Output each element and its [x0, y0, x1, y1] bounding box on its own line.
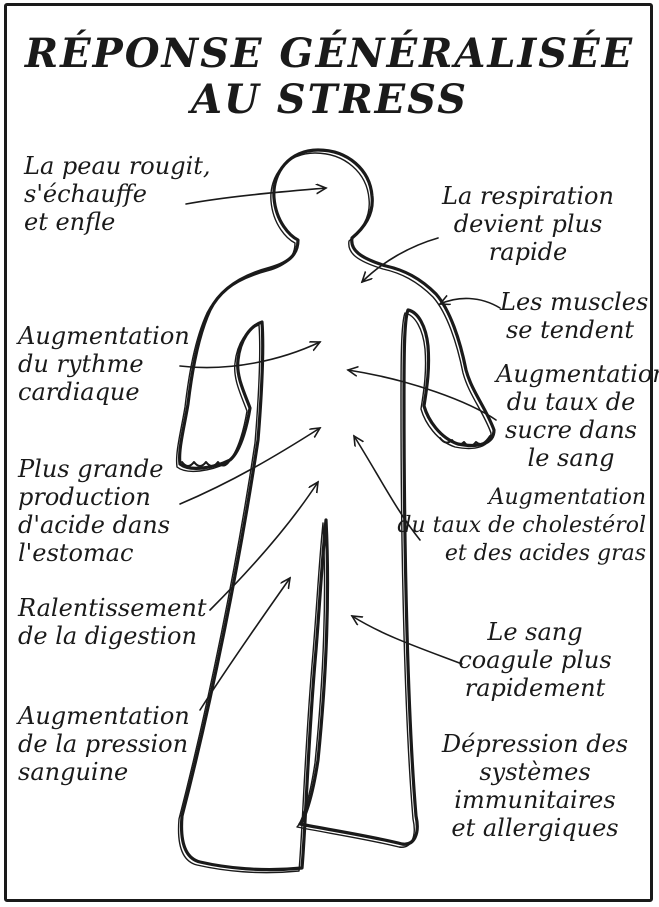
label-clotting: Le sang coagule plus rapidement	[440, 618, 630, 702]
label-immune: Dépression des systèmes immunitaires et …	[424, 730, 646, 842]
label-digestion: Ralentissement de la digestion	[18, 594, 206, 650]
label-muscles: Les muscles se tendent	[500, 288, 640, 344]
arrow-pressure	[200, 578, 290, 710]
label-sugar: Augmentation du taux de sucre dans le sa…	[496, 360, 646, 472]
label-acid: Plus grande production d'acide dans l'es…	[18, 455, 170, 567]
label-pressure: Augmentation de la pression sanguine	[18, 702, 190, 786]
arrow-muscles	[440, 298, 500, 308]
label-skin: La peau rougit, s'échauffe et enfle	[24, 152, 211, 236]
label-breathing: La respiration devient plus rapide	[428, 182, 628, 266]
arrow-heart	[180, 342, 320, 368]
label-cholesterol: Augmentation du taux de cholestérol et d…	[330, 484, 646, 568]
arrow-digestion	[210, 482, 318, 610]
label-heart: Augmentation du rythme cardiaque	[18, 322, 190, 406]
